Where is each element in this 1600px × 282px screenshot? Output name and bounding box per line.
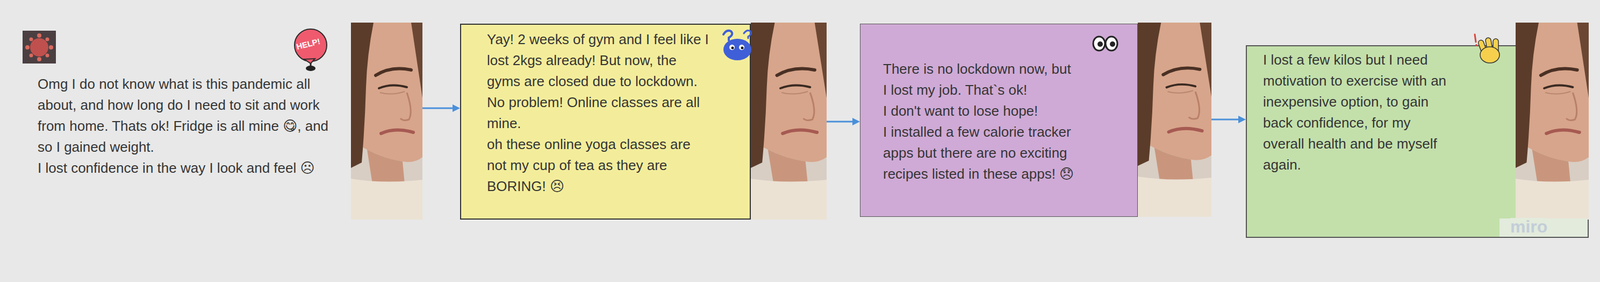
photo [1137, 22, 1212, 217]
sticky-note: There is no lockdown now, but I lost my … [859, 23, 1138, 217]
watermark-patch [1499, 218, 1588, 237]
watermark: miro [1510, 217, 1548, 235]
sticker-text: HELP! [295, 37, 321, 51]
photo [350, 22, 423, 220]
note-text: Omg I do not know what is this pandemic … [32, 67, 351, 207]
note-text-block: There is no lockdown now, but I lost my … [883, 58, 1078, 101]
note-text-block: Omg I do not know what is this pandemic … [37, 73, 331, 158]
note-text-block: I lost a few kilos but I need motivation… [1263, 49, 1454, 176]
wave-sticker [1474, 34, 1500, 63]
arrow-head [852, 117, 860, 126]
photo [1515, 22, 1589, 220]
note-text-block: Yay! 2 weeks of gym and I feel like I lo… [486, 29, 713, 134]
note-text-block: oh these online yoga classes are not my … [486, 133, 713, 197]
photo [750, 22, 827, 220]
sticky-note: Yay! 2 weeks of gym and I feel like I lo… [460, 23, 751, 220]
help-bubble [294, 29, 327, 71]
arrow-head [452, 104, 461, 112]
arrow-head [1238, 115, 1246, 124]
eyes-sticker [1093, 36, 1118, 51]
note-text-block: I don't want to lose hope! [883, 100, 1078, 122]
virus-icon [22, 30, 56, 64]
note-text-block: I installed a few calorie tracker apps b… [883, 121, 1078, 185]
confused-sticker [723, 30, 752, 61]
note-text-block: I lost confidence in the way I look and … [37, 157, 331, 179]
